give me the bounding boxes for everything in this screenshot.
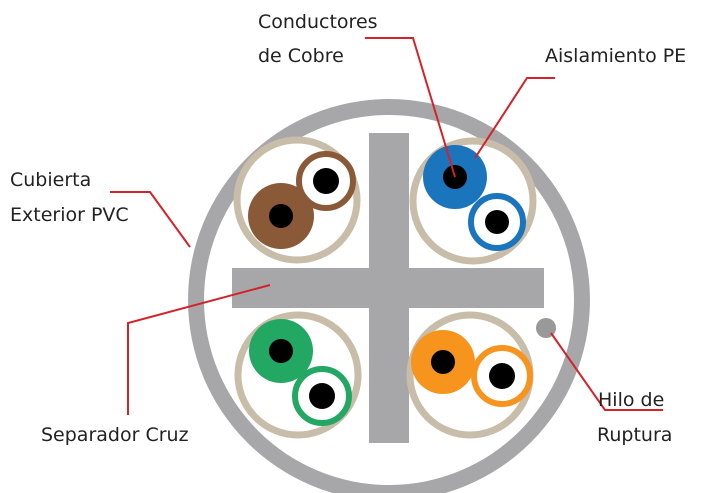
label-hilo-line1: Hilo de — [598, 389, 664, 411]
blue-wire-conductor — [485, 210, 509, 234]
brown-pair — [248, 151, 356, 249]
green-pair — [249, 319, 352, 426]
orange-solid-conductor — [431, 350, 455, 374]
leader-line-aislamiento — [474, 77, 555, 159]
label-cubierta-line1: Cubierta — [10, 169, 91, 191]
brown-solid-conductor — [269, 204, 293, 228]
orange-pair — [411, 330, 533, 407]
cross-separator-horizontal — [232, 268, 544, 308]
label-conductores-line1: Conductores — [258, 11, 378, 33]
label-cubierta-line2: Exterior PVC — [10, 204, 129, 226]
brown-wire-conductor — [313, 168, 339, 194]
label-conductores-line2: de Cobre — [258, 45, 344, 67]
label-separador: Separador Cruz — [41, 424, 189, 446]
green-solid-conductor — [269, 339, 293, 363]
label-hilo-line2: Ruptura — [597, 424, 672, 446]
leader-line-hilo — [550, 332, 663, 411]
leader-line-separador — [127, 284, 271, 415]
leader-line-cubierta — [110, 191, 191, 248]
orange-wire-conductor — [489, 363, 515, 389]
green-wire-conductor — [309, 383, 335, 409]
label-aislamiento: Aislamiento PE — [545, 45, 686, 67]
leader-line-conductores — [365, 37, 456, 178]
